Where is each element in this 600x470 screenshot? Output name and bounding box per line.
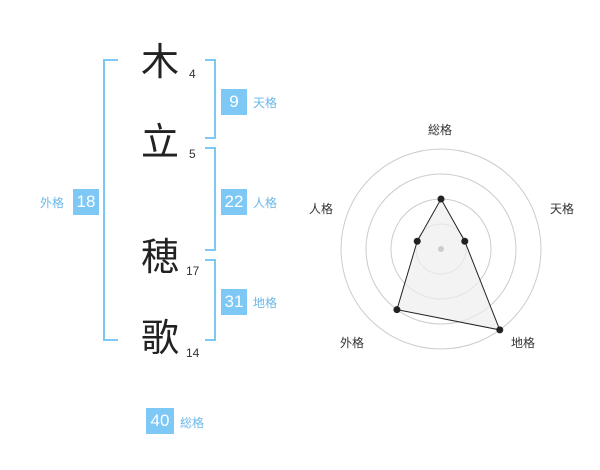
jinkaku-value-box: 22 — [221, 189, 247, 215]
chikaku-label: 地格 — [253, 296, 278, 310]
name-character-1: 木 — [141, 40, 180, 84]
gaikaku-bracket — [103, 59, 118, 341]
gaikaku-value-box: 18 — [73, 189, 99, 215]
chikaku-value-box: 31 — [221, 289, 247, 315]
name-character-2: 立 — [141, 120, 180, 164]
name-character-4: 歌 — [141, 316, 180, 360]
name-character-3: 穂 — [141, 235, 180, 279]
radar-point-1 — [437, 195, 445, 203]
stroke-count-3: 17 — [186, 264, 200, 278]
soukaku-value-box: 40 — [146, 408, 174, 434]
radar-center-dot — [438, 246, 444, 252]
radar-point-4 — [393, 306, 401, 314]
radar-axis-label-gaikaku: 外格 — [340, 336, 365, 350]
soukaku-label: 総格 — [180, 416, 205, 430]
tenkaku-bracket — [205, 59, 216, 139]
stroke-count-1: 4 — [189, 67, 196, 81]
stroke-count-2: 5 — [189, 147, 196, 161]
radar-point-5 — [413, 237, 421, 245]
radar-point-2 — [461, 237, 469, 245]
radar-axis-label-soukaku: 総格 — [428, 123, 453, 137]
radar-point-3 — [496, 326, 504, 334]
radar-ring — [340, 148, 542, 350]
radar-series-polygon — [396, 197, 501, 331]
radar-axis-label-jinkaku: 人格 — [309, 202, 334, 216]
chikaku-bracket — [205, 259, 216, 341]
radar-ring — [365, 173, 517, 325]
jinkaku-label: 人格 — [253, 196, 278, 210]
jinkaku-bracket — [205, 147, 216, 251]
stroke-count-4: 14 — [186, 346, 200, 360]
tenkaku-label: 天格 — [253, 96, 278, 110]
tenkaku-value-box: 9 — [221, 89, 247, 115]
radar-axis-label-tenkaku: 天格 — [550, 202, 575, 216]
radar-axis-label-chikaku: 地格 — [511, 336, 536, 350]
gaikaku-label: 外格 — [40, 196, 65, 210]
